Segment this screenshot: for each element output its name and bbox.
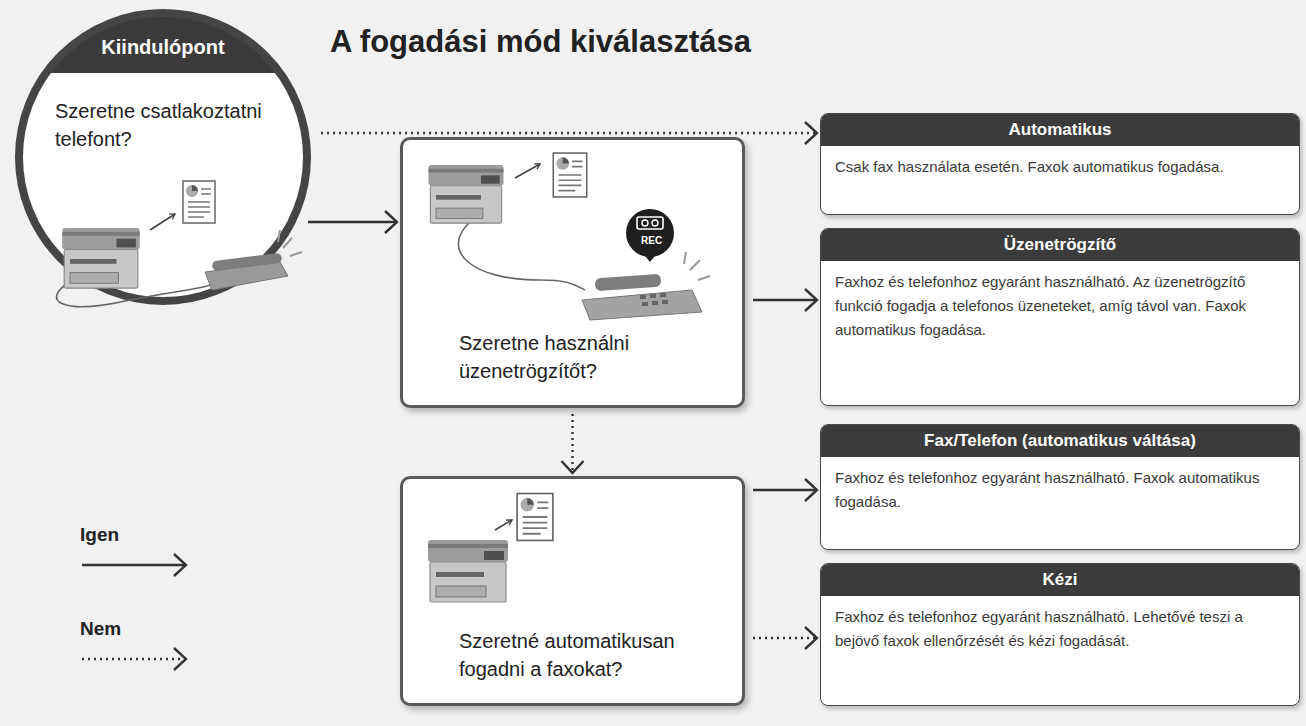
result-heading: Kézi: [821, 564, 1299, 596]
legend-entry: Igen: [80, 524, 192, 580]
no-arrow: [571, 414, 573, 473]
question-text: Szeretné automatikusan fogadni a faxokat…: [459, 627, 724, 683]
result-text: Csak fax használata esetén. Faxok automa…: [821, 146, 1299, 189]
question-box: Szeretne használni üzenetrögzítőt?: [400, 137, 745, 408]
no-arrow: [753, 637, 817, 639]
question-text: Szeretne használni üzenetrögzítőt?: [459, 329, 724, 385]
legend-text: Igen: [80, 524, 192, 546]
no-arrow: [321, 132, 817, 134]
result-heading: Fax/Telefon (automatikus váltása): [821, 425, 1299, 457]
result-box: AutomatikusCsak fax használata esetén. F…: [820, 113, 1300, 215]
result-box: ÜzenetrögzítőFaxhoz és telefonhoz egyará…: [820, 228, 1300, 406]
yes-arrow: [753, 299, 817, 301]
legend-entry: Nem: [80, 618, 192, 674]
legend-sample: [80, 550, 192, 580]
start-heading: Kiindulópont: [15, 9, 311, 59]
yes-arrow: [753, 489, 817, 491]
result-text: Faxhoz és telefonhoz egyaránt használhat…: [821, 596, 1299, 663]
result-box: KéziFaxhoz és telefonhoz egyaránt haszná…: [820, 563, 1300, 706]
result-text: Faxhoz és telefonhoz egyaránt használhat…: [821, 261, 1299, 352]
question-box: Szeretné automatikusan fogadni a faxokat…: [400, 476, 745, 706]
result-heading: Üzenetrögzítő: [821, 229, 1299, 261]
result-text: Faxhoz és telefonhoz egyaránt használhat…: [821, 457, 1299, 524]
result-box: Fax/Telefon (automatikus váltása)Faxhoz …: [820, 424, 1300, 550]
yes-arrow: [308, 221, 397, 223]
legend-sample: [80, 644, 192, 674]
start-circle: KiindulópontSzeretne csatlakoztatni tele…: [15, 9, 311, 305]
legend-text: Nem: [80, 618, 192, 640]
question-text: Szeretne csatlakoztatni telefont?: [55, 97, 290, 153]
diagram-title: A fogadási mód kiválasztása: [330, 24, 751, 60]
badge-label: REC: [641, 235, 662, 246]
result-heading: Automatikus: [821, 114, 1299, 146]
